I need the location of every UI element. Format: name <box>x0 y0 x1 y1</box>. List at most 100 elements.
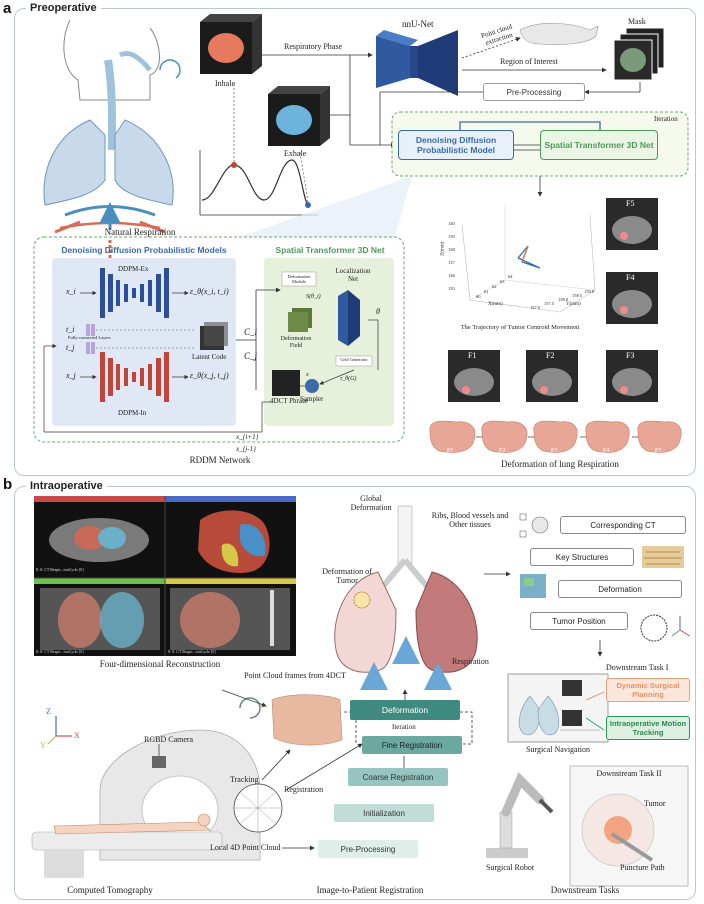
ddpm-in-bars <box>100 352 169 402</box>
motion-tracking-box: Intraoperative Motion Tracking <box>606 716 690 740</box>
ytick: 159.0 <box>584 289 595 294</box>
respiration-label: Respiration <box>452 657 489 666</box>
tracking-label: Tracking <box>230 775 259 784</box>
st-title: Spatial Transformer 3D Net <box>275 245 385 255</box>
t-j-label: t_j <box>66 343 75 352</box>
lung-frame-label: F2 <box>499 448 506 454</box>
ztick: 140 <box>448 221 455 226</box>
local-4d-label: Local 4D Point Cloud <box>210 843 281 852</box>
panel-a <box>14 8 696 476</box>
lung-frame-label: F1 <box>447 448 454 454</box>
downstream-tasks-label: Downstream Tasks <box>550 885 620 895</box>
panel-a-title: Preoperative <box>26 2 101 14</box>
rgbd-camera-label: RGBD Camera <box>144 735 194 744</box>
natural-respiration-label: Natural Respiration <box>104 227 176 237</box>
ztick: 135 <box>448 286 455 291</box>
tau-label: τ_θ(G) <box>340 376 357 382</box>
ztick: 138 <box>448 247 455 252</box>
inhale-cube <box>200 14 262 74</box>
puncture-path-label: Puncture Path <box>620 863 665 872</box>
tumor-position-box: Tumor Position <box>530 612 628 630</box>
surgical-robot-label: Surgical Robot <box>486 863 535 872</box>
ytick: 158.5 <box>572 293 583 298</box>
grid-generator-label: Grid Generator <box>340 357 368 362</box>
central-lungs <box>334 505 478 690</box>
downstream-task-1-label: Downstream Task I <box>606 663 669 672</box>
nnunet-label: nnU-Net <box>402 19 434 29</box>
stage-fine-registration: Fine Registration <box>362 736 462 754</box>
frame-label-f3: F3 <box>626 351 635 360</box>
region-of-interest-label: Region of Interest <box>500 57 558 66</box>
key-structures-box: Key Structures <box>530 548 634 566</box>
iteration-label-a: Iteration <box>654 115 678 123</box>
x-j-label: x_j <box>66 371 76 380</box>
global-deformation-label: Global Deformation <box>350 494 392 512</box>
tumor-label: Tumor <box>644 799 666 808</box>
deformation-caption: Deformation of lung Respiration <box>501 459 619 469</box>
ztick: 136 <box>448 273 455 278</box>
ztick: 139 <box>448 234 455 239</box>
ytick: 157.0 <box>530 305 541 310</box>
deformation-field-label: Deformation Field <box>280 336 312 349</box>
stage-pre-processing: Pre-Processing <box>318 840 418 858</box>
ztick: 137 <box>448 260 455 265</box>
ct-frames <box>448 198 658 402</box>
mask-label: Mask <box>628 17 646 26</box>
lung-frame-label: F4 <box>603 448 610 454</box>
trajectory-plot <box>461 205 596 313</box>
respiration-curve <box>199 82 318 216</box>
corresponding-ct-box: Corresponding CT <box>560 516 686 534</box>
stage-initialization: Initialization <box>334 804 434 822</box>
fc-layers-label: Fully-connected Layers <box>68 335 111 340</box>
ddpm-box: Denoising Diffusion Probabilistic Model <box>398 130 514 160</box>
x-label: x <box>306 372 309 378</box>
ct-scanner <box>31 729 261 878</box>
frame-label-f1: F1 <box>468 351 477 360</box>
downstream-task-2-label: Downstream Task II <box>596 769 662 778</box>
viewer-label: 8: 8: CT Respir...ionCycle [0] <box>36 649 84 654</box>
point-cloud-frames-label: Point Cloud frames from 4DCT <box>244 671 346 680</box>
ytick: 157.5 <box>544 301 555 306</box>
ddpm-ex-bars <box>100 268 169 318</box>
respiration-figure <box>43 19 181 258</box>
c-j-label: C_j <box>244 351 258 361</box>
xtick: 63 <box>500 279 505 284</box>
ddpm-in-label: DDPM-In <box>118 409 147 417</box>
ribs-label: Ribs, Blood vessels and Other tissues <box>431 511 509 529</box>
frame-label-f2: F2 <box>546 351 555 360</box>
pre-processing-box: Pre-Processing <box>483 83 585 101</box>
respiratory-phase-label: Respiratory Phase <box>284 42 342 51</box>
registration-label: Registration <box>284 785 324 794</box>
panel-b-title: Intraoperative <box>26 480 107 492</box>
c-i-label: C_i <box>244 327 258 337</box>
ddpm-ex-label: DDPM-Ex <box>118 265 149 273</box>
eps-j-label: ε_θ(x_j, t_j) <box>190 371 229 380</box>
surgical-navigation-label: Surgical Navigation <box>525 745 591 754</box>
s-theta-label: S(θ_i) <box>306 294 321 300</box>
stage-coarse-registration: Coarse Registration <box>348 768 448 786</box>
deformation-tumor-label: Deformation of Tumor <box>322 567 372 585</box>
iteration-label-b: Iteration <box>392 723 416 731</box>
xtick: 62 <box>492 284 497 289</box>
ytick: 158.0 <box>558 297 569 302</box>
latent-code-label: Latent Code <box>192 353 227 361</box>
sampler-label: Sampler <box>300 395 324 403</box>
axis-y-label: Y <box>40 741 46 750</box>
stage-deformation: Deformation <box>350 700 460 720</box>
exhale-cube <box>268 86 330 146</box>
trajectory-xlabel: X(mm) <box>488 302 503 307</box>
trajectory-caption: The Trajectory of Tumor Centroid Movemen… <box>460 324 580 331</box>
surgical-robot-figure <box>486 772 554 858</box>
x-i-label: x_i <box>66 287 76 296</box>
t-i-label: t_i <box>66 325 75 334</box>
axis-x-label: X <box>74 731 80 740</box>
panel-b <box>14 486 696 900</box>
deformation-box: Deformation <box>558 580 682 598</box>
phrase-label: 4DCT Phrase <box>270 397 308 405</box>
xtick: 61 <box>484 289 489 294</box>
panel-a-letter: a <box>3 0 12 17</box>
inhale-label: Inhale <box>215 79 235 88</box>
ddpm-title: Denoising Diffusion Probabilistic Models <box>61 245 227 255</box>
